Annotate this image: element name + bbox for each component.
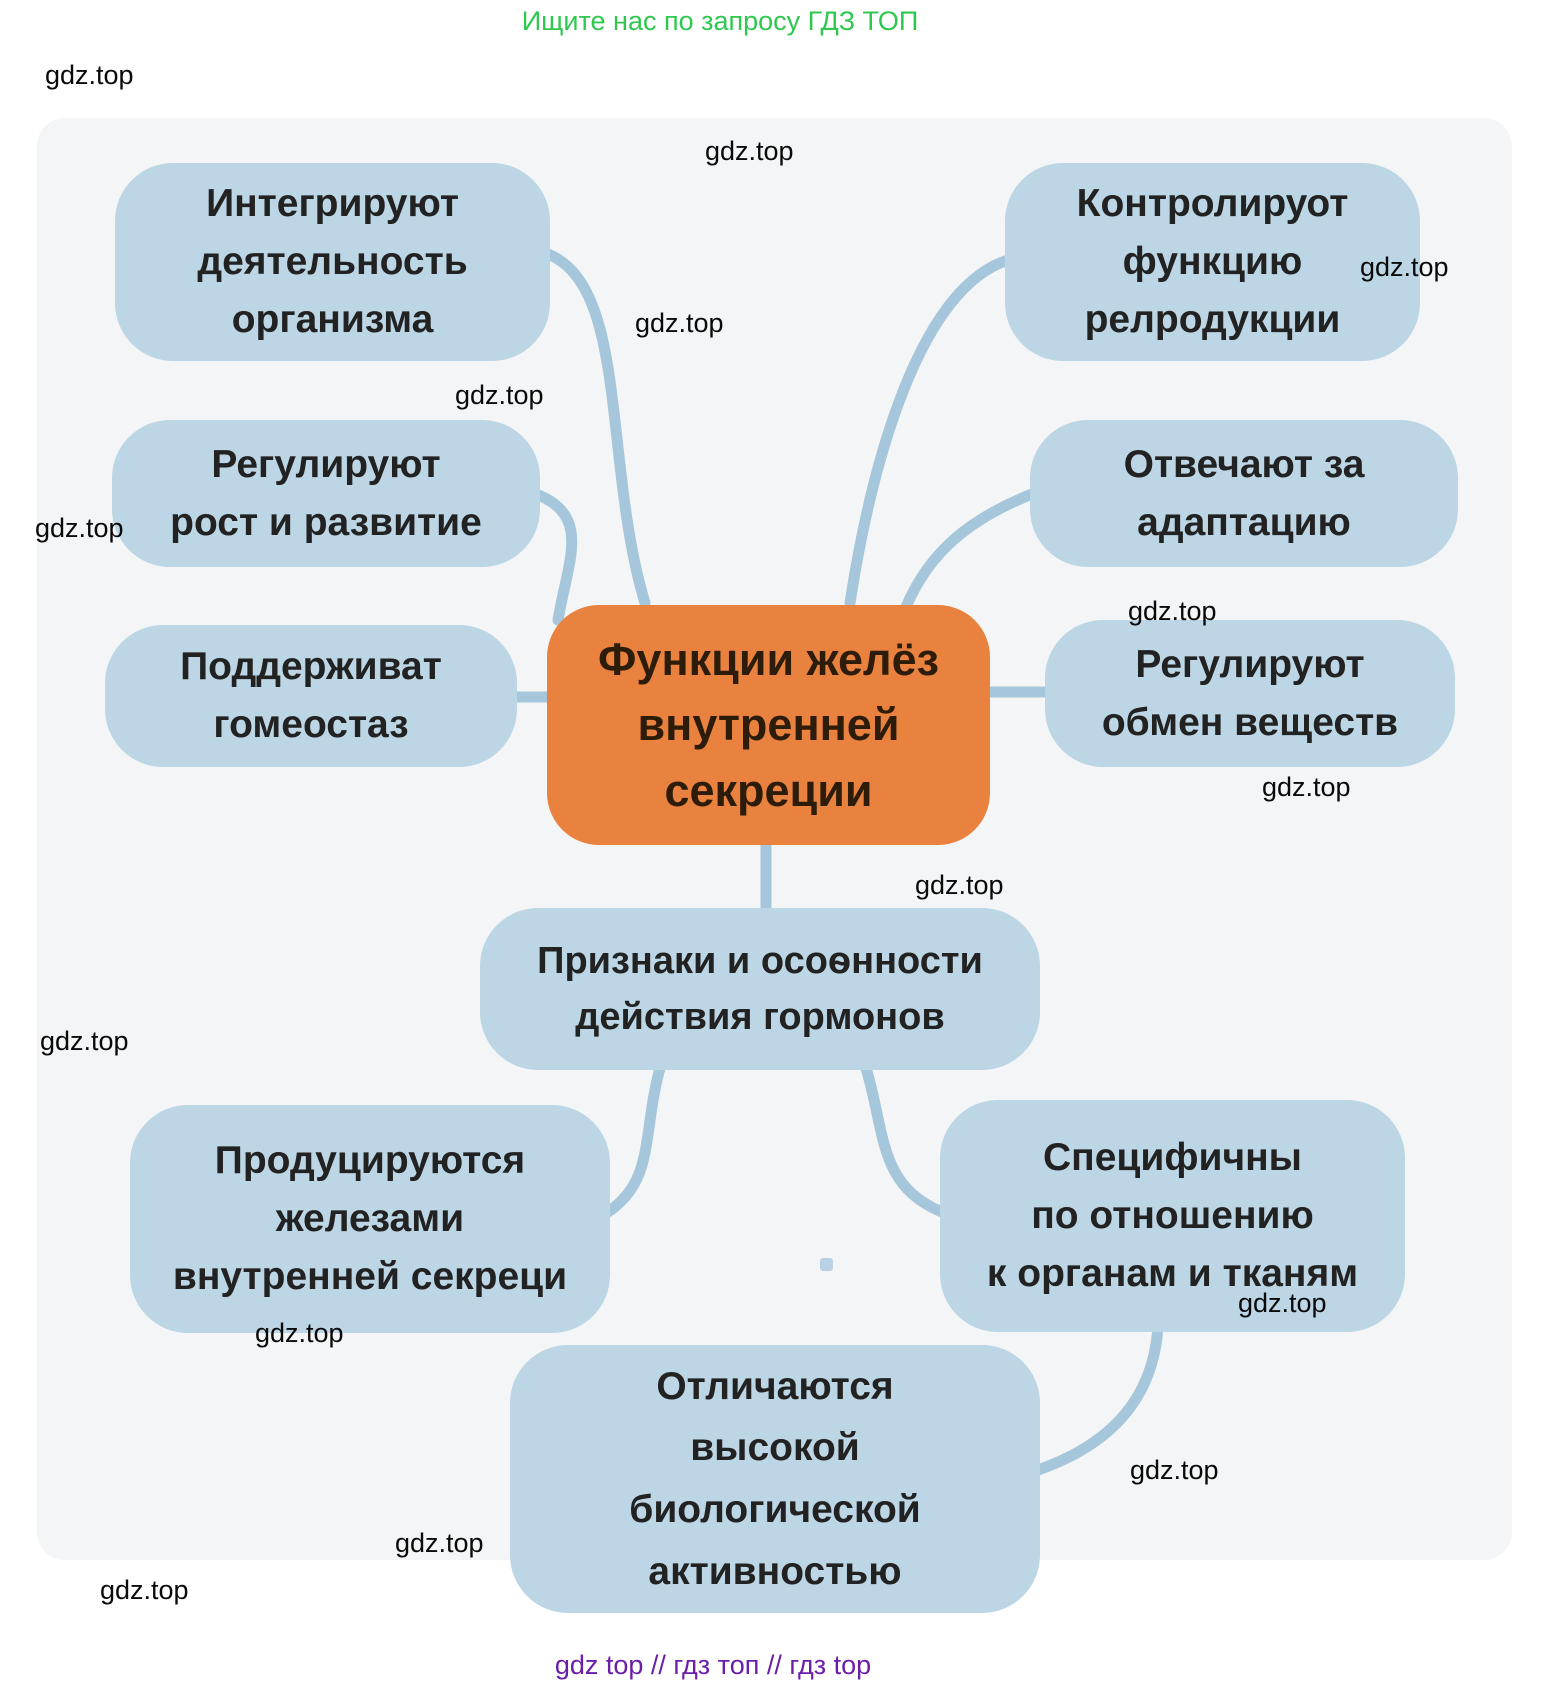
watermark-gdz-top: gdz.top: [40, 1026, 129, 1056]
watermark-gdz-top: gdz.top: [635, 308, 724, 338]
footer-links-text: gdz top // гдз топ // гдз top: [554, 1650, 872, 1680]
connector-adaptation-center: [900, 488, 1038, 613]
connector-growth-center: [530, 488, 578, 626]
watermark-gdz-top: gdz.top: [255, 1318, 344, 1348]
connector-hormones-specific: [860, 1062, 948, 1218]
watermark-gdz-top: gdz.top: [100, 1575, 189, 1605]
connector-specific-activity: [1032, 1320, 1164, 1476]
watermark-gdz-top: gdz.top: [1128, 596, 1217, 626]
watermark-gdz-top: gdz.top: [915, 870, 1004, 900]
node-control-reproduction: Контролируот функцию релродукции: [1005, 163, 1420, 361]
watermark-gdz-top: gdz.top: [35, 513, 124, 543]
connector-hormones-produced: [602, 1062, 666, 1218]
watermark-gdz-top: gdz.top: [1262, 772, 1351, 802]
header-promo-text: Ищите нас по запросу ГДЗ ТОП: [521, 6, 919, 36]
watermark-gdz-top: gdz.top: [1360, 252, 1449, 282]
node-organ-specific: Специфичны по отношению к органам и ткан…: [940, 1100, 1405, 1332]
node-regulate-growth: Регулируют рост и развитие: [112, 420, 540, 567]
node-central-endocrine-functions: Функции желёз внутренней секреции: [547, 605, 990, 845]
watermark-gdz-top: gdz.top: [45, 60, 134, 90]
node-integrate-activity: Интегрируют деятельность организма: [115, 163, 550, 361]
node-hormone-features-title: Признаки и осоѳнности действия гормонов: [480, 908, 1040, 1070]
connector-reproduction-center: [844, 254, 1014, 609]
blue-square-artifact: [820, 1258, 833, 1271]
node-homeostasis: Поддерживат гомеостаз: [105, 625, 517, 767]
node-adaptation: Отвечают за адаптацию: [1030, 420, 1458, 567]
watermark-gdz-top: gdz.top: [1130, 1455, 1219, 1485]
node-metabolism: Регулируют обмен веществ: [1045, 620, 1455, 767]
watermark-gdz-top: gdz.top: [705, 136, 794, 166]
watermark-gdz-top: gdz.top: [1238, 1288, 1327, 1318]
watermark-gdz-top: gdz.top: [395, 1528, 484, 1558]
watermark-gdz-top: gdz.top: [455, 380, 544, 410]
node-produced-by-glands: Продуцируются железами внутренней секрец…: [130, 1105, 610, 1333]
node-high-biological-activity: Отличаются высокой биологической активно…: [510, 1345, 1040, 1613]
connector-integrate-center: [536, 246, 651, 609]
